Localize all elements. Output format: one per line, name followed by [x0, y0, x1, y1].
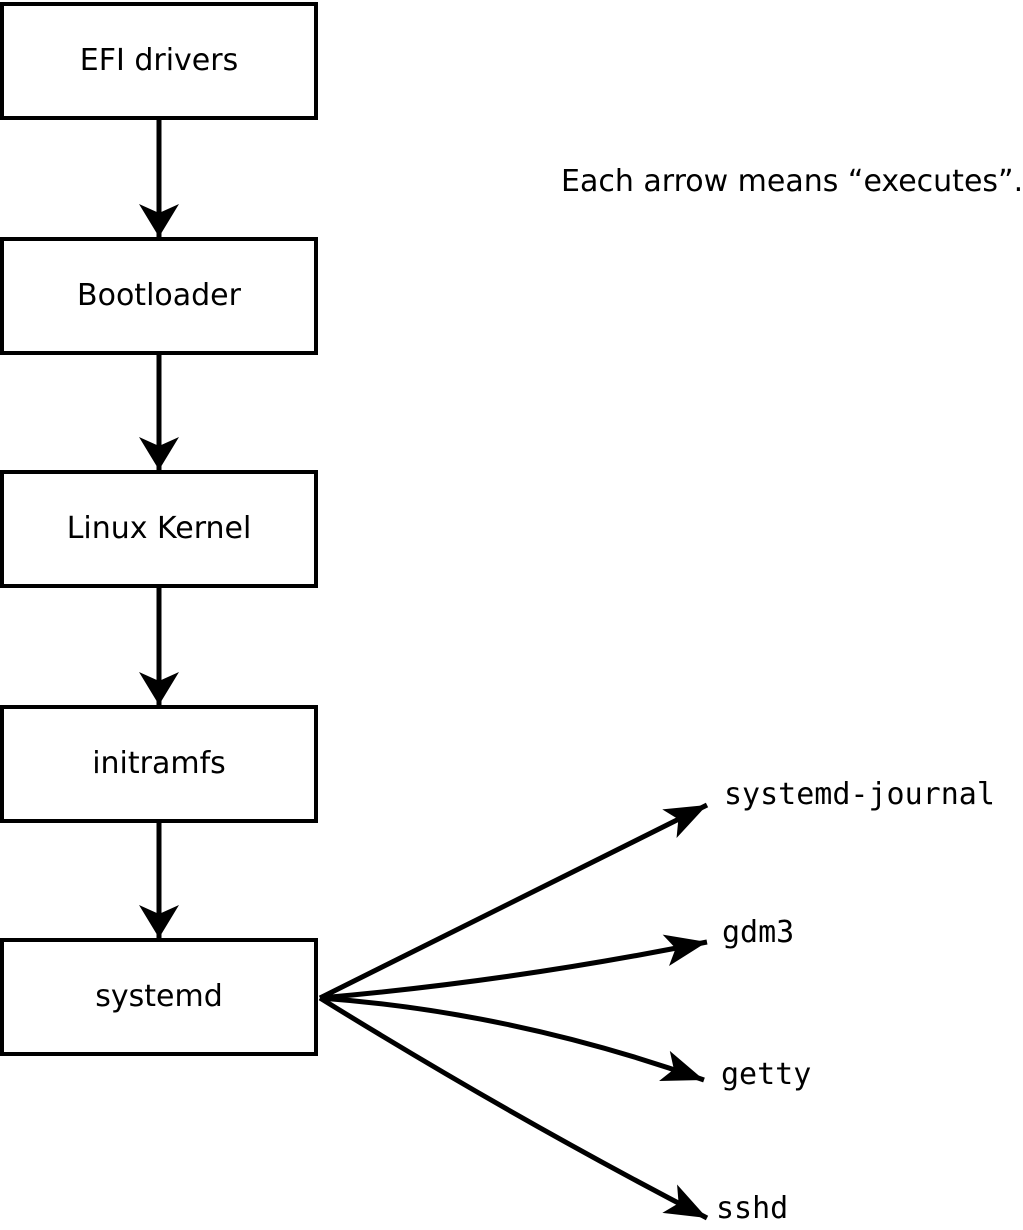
node-bootloader: Bootloader: [0, 237, 318, 355]
label-getty: getty: [721, 1057, 812, 1092]
arrow-systemd-to-sshd-icon: [318, 995, 709, 1221]
node-linux-kernel-label: Linux Kernel: [66, 511, 252, 546]
node-systemd-label: systemd: [95, 979, 223, 1014]
node-initramfs: initramfs: [0, 705, 318, 823]
arrow-systemd-to-getty-icon: [319, 995, 705, 1083]
node-initramfs-label: initramfs: [92, 746, 226, 781]
node-efi-drivers-label: EFI drivers: [79, 43, 239, 78]
node-efi-drivers: EFI drivers: [0, 2, 318, 120]
node-systemd: systemd: [0, 938, 318, 1056]
node-bootloader-label: Bootloader: [77, 278, 241, 313]
node-linux-kernel: Linux Kernel: [0, 470, 318, 588]
label-sshd: sshd: [716, 1191, 789, 1226]
arrow-systemd-to-gdm3-icon: [319, 934, 708, 1001]
label-gdm3: gdm3: [722, 915, 795, 950]
label-systemd-journal: systemd-journal: [724, 777, 995, 812]
annotation-text: Each arrow means “executes”.: [561, 164, 1023, 199]
arrow-systemd-to-systemd-journal-icon: [318, 802, 709, 1001]
